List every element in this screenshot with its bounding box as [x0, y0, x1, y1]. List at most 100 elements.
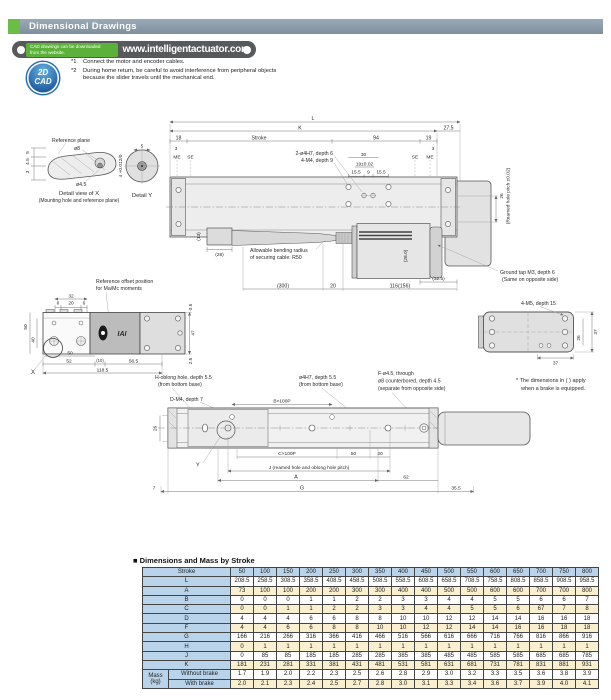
table-cell: 808.5: [506, 576, 530, 587]
svg-text:(Same on opposite side): (Same on opposite side): [502, 277, 559, 283]
table-cell: 100: [276, 585, 300, 596]
table-cell: 616: [437, 632, 461, 643]
stroke-value-header: 600: [483, 566, 507, 578]
detail-y-view: 5 4 +0.012/0 Detail Y: [118, 144, 160, 199]
svg-text:56.5: 56.5: [129, 359, 139, 365]
row-label-cell: C: [142, 604, 231, 615]
svg-text:50: 50: [23, 324, 29, 330]
svg-text:ø4.5: ø4.5: [76, 182, 86, 188]
table-cell: 3.8: [552, 669, 576, 680]
svg-text:ø8: ø8: [74, 146, 80, 152]
table-cell: 2: [368, 594, 392, 606]
table-cell: 16: [529, 613, 553, 624]
svg-text:of securing cable: R50: of securing cable: R50: [250, 255, 302, 261]
table-cell: 208.5: [230, 576, 254, 587]
table-cell: 3.9: [529, 678, 553, 689]
svg-text:(Reamed hole pitch ±0.02): (Reamed hole pitch ±0.02): [506, 167, 512, 224]
svg-text:7: 7: [153, 486, 156, 492]
row-label-cell: B: [142, 594, 231, 606]
table-cell: 0: [230, 594, 254, 606]
svg-text:(from bottom base): (from bottom base): [158, 382, 202, 388]
table-cell: 1: [391, 641, 415, 652]
table-cell: 200: [322, 585, 346, 596]
svg-text:37: 37: [553, 361, 559, 367]
table-cell: 1: [414, 641, 438, 652]
svg-text:3: 3: [25, 170, 31, 173]
svg-text:SE: SE: [187, 155, 193, 161]
stroke-header-cell: Stroke: [142, 566, 231, 578]
stroke-value-header: 100: [253, 566, 277, 578]
table-cell: 400: [391, 585, 415, 596]
svg-text:(300): (300): [277, 284, 289, 290]
svg-text:15.5: 15.5: [351, 170, 361, 176]
svg-text:3: 3: [432, 146, 435, 152]
front-view: Reference offset position for Ma/Mc mome…: [23, 279, 197, 376]
footnote-2-marker: *2: [71, 68, 77, 75]
table-cell: 858.5: [529, 576, 553, 587]
stroke-value-header: 550: [460, 566, 484, 578]
table-cell: 0: [276, 594, 300, 606]
plan-view: H-oblong hole, depth 5.5 (from bottom ba…: [153, 371, 531, 494]
svg-text:(10): (10): [96, 358, 104, 363]
table-cell: 6: [276, 622, 300, 634]
svg-text:(13): (13): [196, 232, 202, 241]
table-cell: 1: [368, 641, 392, 652]
table-cell: 585: [506, 650, 530, 661]
table-cell: 3: [368, 604, 392, 615]
table-cell: 14: [483, 613, 507, 624]
table-cell: 681: [460, 659, 484, 671]
table-cell: 7: [575, 594, 599, 606]
table-cell: 3.7: [506, 678, 530, 689]
table-cell: 3.0: [437, 669, 461, 680]
table-cell: 766: [506, 632, 530, 643]
side-view: 4-M5, depth 15 26 37 37 * The dimensions…: [478, 301, 599, 392]
stroke-value-header: 700: [529, 566, 553, 578]
table-cell: 2.1: [253, 678, 277, 689]
svg-text:118.5: 118.5: [97, 368, 109, 374]
table-cell: 14: [483, 622, 507, 634]
table-cell: 6: [299, 613, 323, 624]
table-cell: 508.5: [368, 576, 392, 587]
table-cell: 67: [529, 604, 553, 615]
table-cell: 385: [391, 650, 415, 661]
table-cell: 4: [437, 594, 461, 606]
table-cell: 500: [460, 585, 484, 596]
svg-text:SE: SE: [412, 155, 418, 161]
svg-text:47: 47: [191, 330, 197, 336]
table-cell: 1: [322, 594, 346, 606]
table-cell: 8: [575, 604, 599, 615]
svg-text:(separate from opposite side): (separate from opposite side): [378, 386, 446, 392]
table-cell: 458.5: [345, 576, 369, 587]
table-cell: 608.5: [414, 576, 438, 587]
table-cell: 1.9: [253, 669, 277, 680]
table-cell: 5: [483, 604, 507, 615]
y-detail-circle: [216, 420, 236, 440]
table-cell: 266: [276, 632, 300, 643]
svg-text:A: A: [294, 475, 298, 481]
section-header-bar: Dimensional Drawings: [8, 19, 603, 34]
svg-text:26: 26: [499, 193, 505, 199]
table-cell: 2.5: [322, 678, 346, 689]
table-cell: 0: [253, 594, 277, 606]
table-cell: 2.3: [322, 669, 346, 680]
table-cell: 3: [391, 604, 415, 615]
row-label-cell: F: [142, 622, 231, 634]
table-cell: 1: [575, 641, 599, 652]
table-cell: 431: [345, 659, 369, 671]
svg-text:Reference plane: Reference plane: [52, 138, 90, 144]
table-cell: 500: [437, 585, 461, 596]
banner-dot-right-icon: [243, 45, 251, 54]
table-cell: 685: [552, 650, 576, 661]
table-cell: 5: [483, 594, 507, 606]
table-cell: 4: [253, 622, 277, 634]
table-cell: 1: [322, 641, 346, 652]
badge-line1: 2D: [37, 68, 49, 78]
svg-text:IAI: IAI: [118, 331, 128, 338]
table-cell: 3.3: [483, 669, 507, 680]
table-cell: 10: [414, 613, 438, 624]
svg-text:Reference offset position: Reference offset position: [96, 279, 153, 285]
